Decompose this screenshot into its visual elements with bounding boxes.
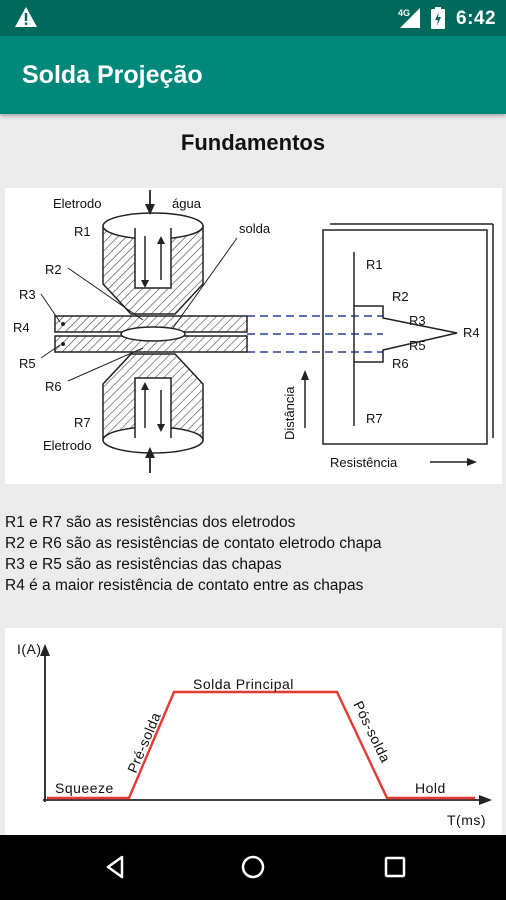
description: R1 e R7 são as resistências dos eletrodo…: [5, 512, 382, 596]
home-icon[interactable]: [238, 852, 268, 882]
label-eletrodo-bottom: Eletrodo: [43, 438, 91, 453]
warning-icon: [15, 7, 37, 27]
graph-label-r2: R2: [392, 289, 409, 304]
app-bar: Solda Projeção: [0, 36, 506, 114]
label-distancia: Distância: [282, 386, 297, 440]
graph-label-r7: R7: [366, 411, 383, 426]
graph-label-r1: R1: [366, 257, 383, 272]
description-line: R4 é a maior resistência de contato entr…: [5, 577, 364, 594]
current-time-diagram: I(A) T(ms) Squeeze Solda Principal Hold …: [5, 628, 502, 835]
bottom-electrode: [102, 353, 204, 473]
phase-hold: Hold: [415, 780, 446, 796]
back-icon[interactable]: [100, 852, 130, 882]
x-axis-arrow: [479, 795, 492, 805]
resistance-diagram: Eletrodo água solda R1 R2 R3 R4 R5 R6 R7…: [5, 188, 502, 484]
label-eletrodo-top: Eletrodo: [53, 196, 101, 211]
x-axis-label: T(ms): [447, 812, 486, 828]
current-time-diagram-svg: I(A) T(ms) Squeeze Solda Principal Hold …: [17, 641, 492, 828]
label-r4: R4: [13, 320, 30, 335]
resistance-graph: [301, 223, 494, 466]
status-bar: 4G 6:42: [0, 0, 506, 36]
pointer-lines: [40, 237, 238, 382]
graph-label-r3: R3: [409, 313, 426, 328]
label-r5: R5: [19, 356, 36, 371]
graph-label-r5: R5: [409, 338, 426, 353]
status-time: 6:42: [456, 8, 497, 29]
description-line: R1 e R7 são as resistências dos eletrodo…: [5, 514, 296, 531]
content-scroll[interactable]: Fundamentos: [0, 114, 506, 835]
label-r1: R1: [74, 224, 91, 239]
app-title: Solda Projeção: [22, 61, 203, 89]
y-axis-label: I(A): [17, 641, 42, 657]
description-line: R3 e R5 são as resistências das chapas: [5, 556, 282, 573]
current-curve: [47, 690, 475, 800]
phase-squeeze: Squeeze: [55, 780, 114, 796]
label-r6: R6: [45, 379, 62, 394]
signal-icon: 4G: [398, 8, 420, 28]
navigation-bar: [0, 835, 506, 900]
graph-label-r6: R6: [392, 356, 409, 371]
resistance-diagram-svg: Eletrodo água solda R1 R2 R3 R4 R5 R6 R7…: [13, 190, 494, 473]
label-r7: R7: [74, 415, 91, 430]
battery-icon: [431, 7, 445, 29]
phase-solda-principal: Solda Principal: [193, 676, 294, 692]
sheets: [54, 315, 248, 353]
network-type: 4G: [398, 8, 410, 18]
label-r3: R3: [19, 287, 36, 302]
page-heading: Fundamentos: [180, 130, 326, 155]
label-solda: solda: [239, 221, 271, 236]
y-axis-arrow: [40, 644, 50, 656]
label-r2: R2: [45, 262, 62, 277]
label-resistencia: Resistência: [330, 455, 398, 470]
recents-icon[interactable]: [380, 852, 410, 882]
description-line: R2 e R6 são as resistências de contato e…: [5, 535, 382, 552]
top-electrode: [102, 190, 204, 315]
graph-label-r4: R4: [463, 325, 480, 340]
label-agua: água: [172, 196, 202, 211]
projection-lines: [247, 315, 383, 353]
